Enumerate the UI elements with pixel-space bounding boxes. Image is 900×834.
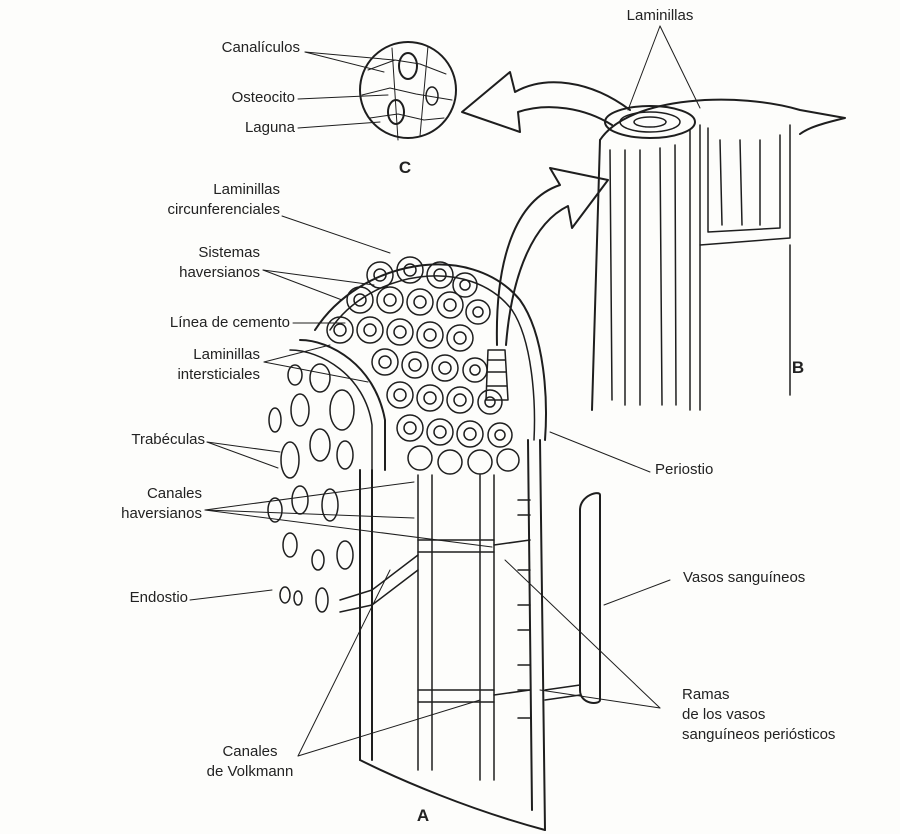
label-sistemas-haversianos-2: haversianos: [110, 263, 260, 283]
label-periostio: Periostio: [655, 460, 713, 480]
label-sistemas-haversianos-1: Sistemas: [110, 243, 260, 263]
label-ramas-3: sanguíneos periósticos: [682, 725, 835, 745]
label-c: C: [390, 158, 420, 178]
label-ramas-2: de los vasos: [682, 705, 765, 725]
arrow-to-b: [497, 168, 608, 345]
label-laminillas-intersticiales-2: intersticiales: [110, 365, 260, 385]
label-linea-de-cemento: Línea de cemento: [60, 313, 290, 333]
label-canales-de-volkmann-2: de Volkmann: [180, 762, 320, 782]
label-laguna: Laguna: [150, 118, 295, 138]
label-a: A: [408, 806, 438, 826]
label-ramas-1: Ramas: [682, 685, 730, 705]
label-canales-haversianos-2: haversianos: [60, 504, 202, 524]
inset-c-osteocyte-view: [360, 42, 456, 140]
label-laminillas-intersticiales-1: Laminillas: [110, 345, 260, 365]
label-osteocito: Osteocito: [150, 88, 295, 108]
label-b: B: [783, 358, 813, 378]
label-laminillas: Laminillas: [610, 6, 710, 26]
label-canaliculos: Canalículos: [150, 38, 300, 58]
label-laminillas-circunferenciales-2: circunferenciales: [120, 200, 280, 220]
label-canales-haversianos-1: Canales: [60, 484, 202, 504]
label-trabeculas: Trabéculas: [60, 430, 205, 450]
label-endostio: Endostio: [60, 588, 188, 608]
label-laminillas-circunferenciales-1: Laminillas: [120, 180, 280, 200]
label-vasos-sanguineos: Vasos sanguíneos: [683, 568, 805, 588]
label-canales-de-volkmann-1: Canales: [180, 742, 320, 762]
